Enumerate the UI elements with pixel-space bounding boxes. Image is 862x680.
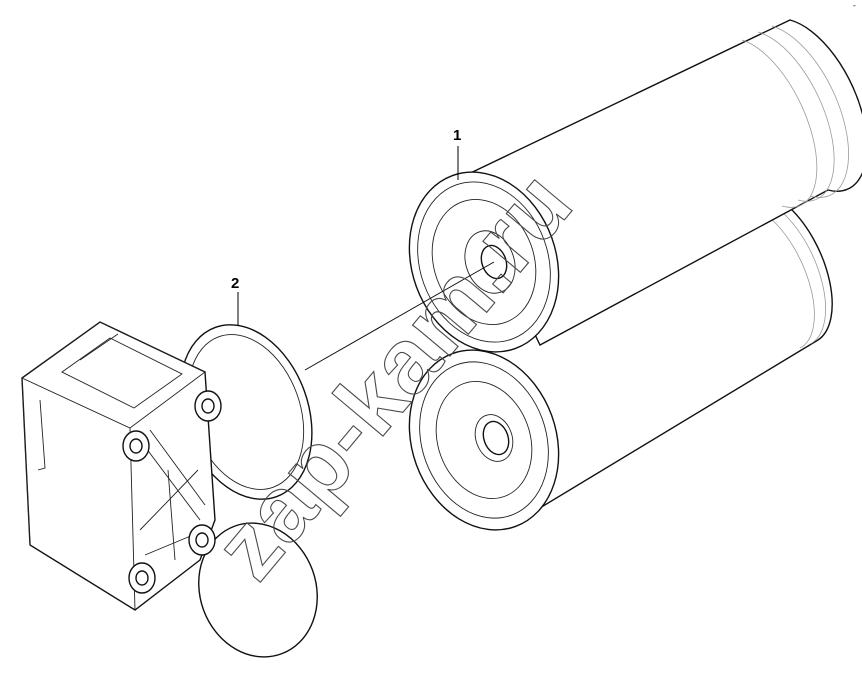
callout-1-label: 1 (453, 127, 461, 144)
filter-cartridge-lower (408, 207, 833, 531)
callout-2: 2 (231, 275, 239, 326)
filter-bracket (21, 321, 318, 658)
callout-1: 1 (453, 127, 461, 180)
assembly-axis-line (304, 261, 495, 371)
callout-2-label: 2 (231, 275, 239, 292)
corner-mark: - (852, 1, 856, 11)
filter-cartridge-upper (408, 19, 862, 353)
